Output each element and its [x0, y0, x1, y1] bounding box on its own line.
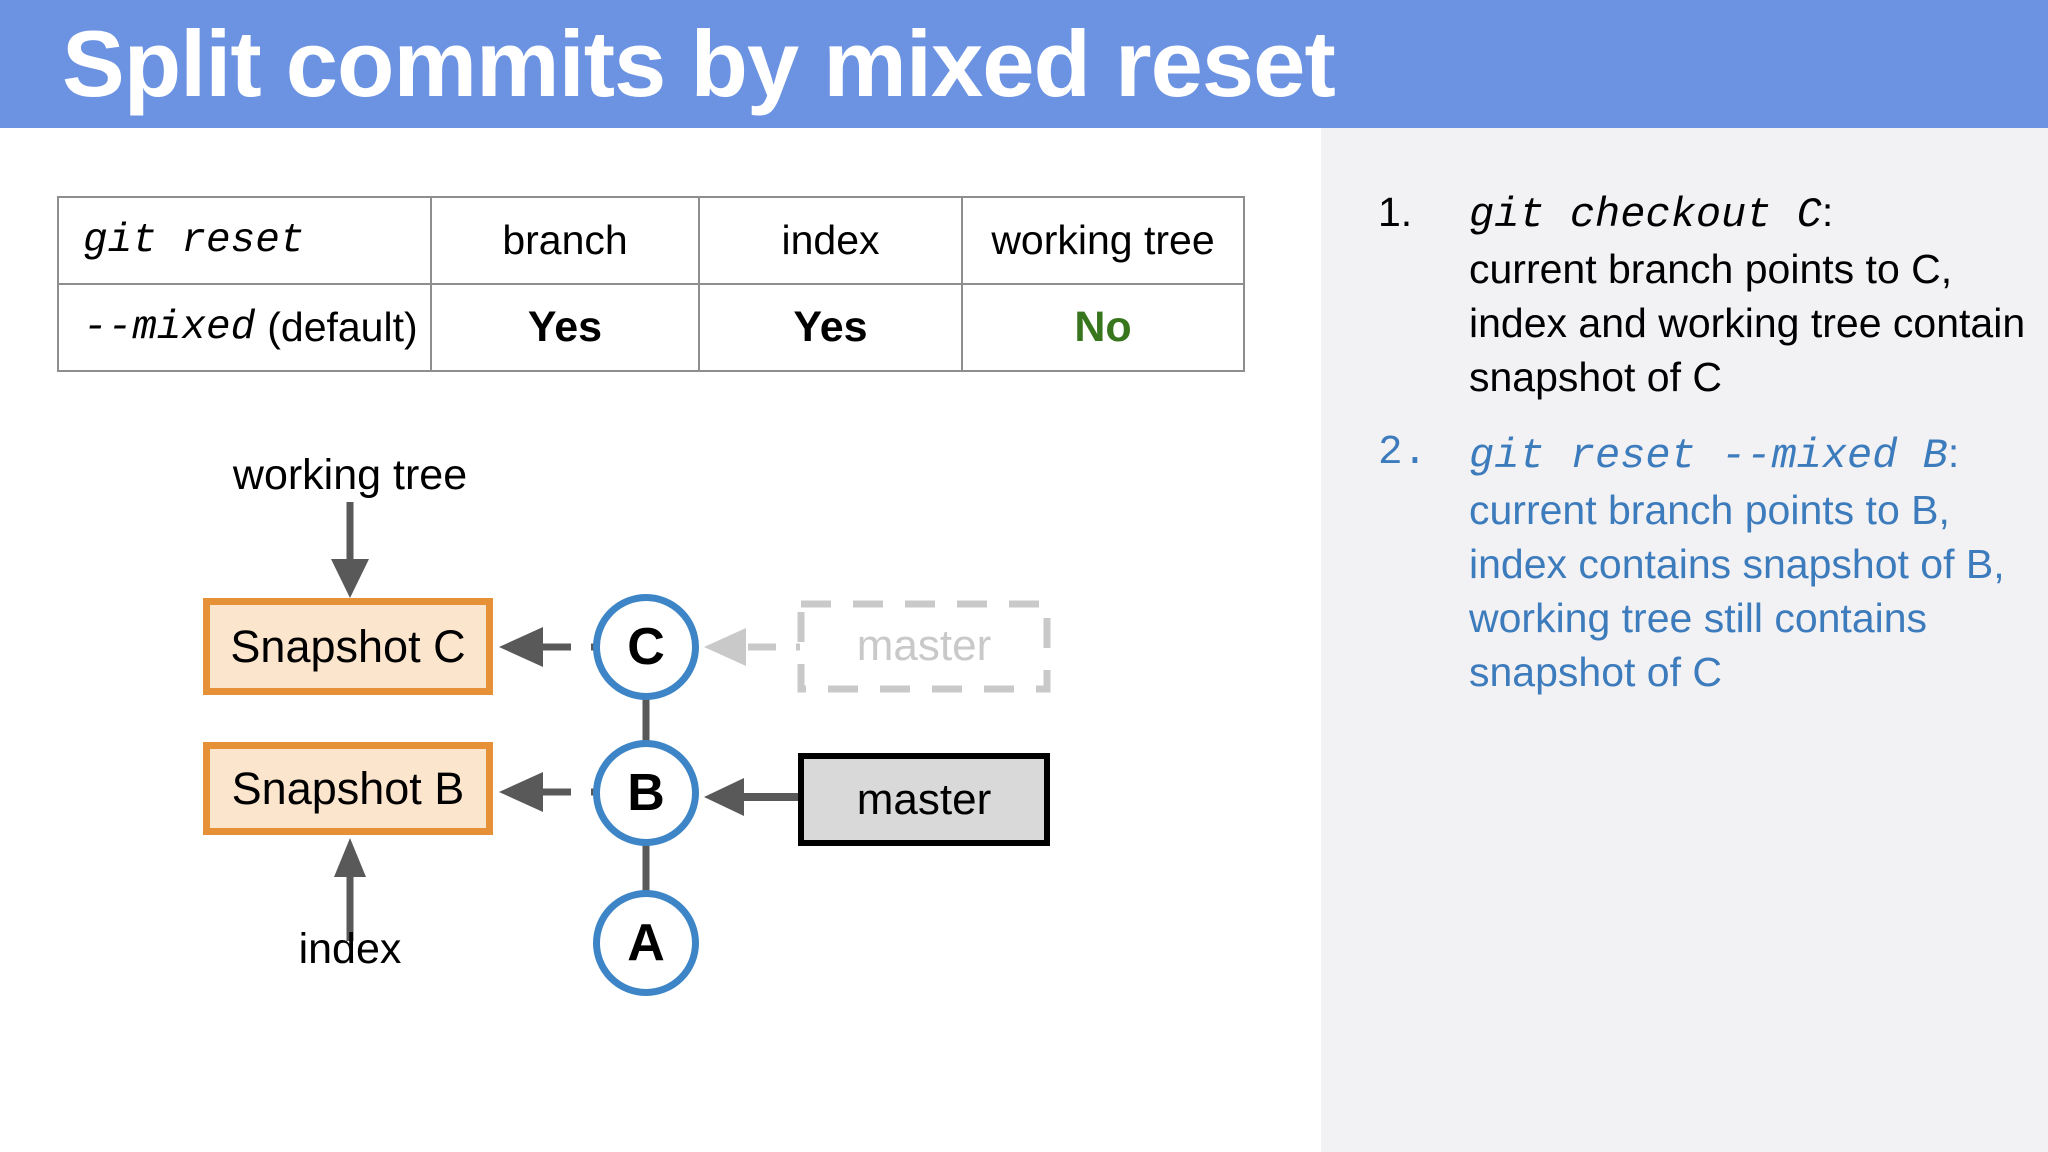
index-arrow: [334, 838, 366, 941]
snapshot-c-box: Snapshot C: [203, 598, 493, 695]
old-master-to-commit-c-arrow: [704, 628, 800, 666]
reset-summary-table: git reset branch index working tree --mi…: [57, 196, 1245, 372]
note-item-1: 1. git checkout C: current branch points…: [1378, 185, 2048, 404]
working-tree-arrow: [331, 502, 369, 598]
commit-node-a: A: [593, 890, 699, 996]
column-header-index: index: [698, 198, 961, 283]
column-header-working-tree: working tree: [961, 198, 1243, 283]
git-reset-label: git reset: [83, 217, 305, 264]
title-bar: Split commits by mixed reset: [0, 0, 2048, 128]
note-2-body: git reset --mixed B: current branch poin…: [1469, 426, 2031, 699]
master-to-commit-b-arrow: [704, 778, 800, 816]
branch-value: Yes: [430, 283, 698, 370]
note-2-separator: :: [1947, 430, 1960, 476]
old-master-branch-box: master: [856, 621, 992, 670]
index-label: index: [298, 925, 402, 973]
note-1-description: current branch points to C, index and wo…: [1469, 246, 2026, 400]
master-branch-box: master: [798, 753, 1050, 846]
note-1-body: git checkout C: current branch points to…: [1469, 185, 2031, 404]
working-tree-value: No: [961, 283, 1243, 370]
note-2-command: git reset --mixed B: [1469, 432, 1948, 480]
working-tree-label: working tree: [232, 451, 468, 499]
column-header-branch: branch: [430, 198, 698, 283]
mixed-default-label: (default): [267, 304, 418, 350]
note-1-command: git checkout C: [1469, 191, 1822, 239]
note-2-command-line: git reset --mixed B:: [1469, 426, 2031, 483]
snapshot-b-box: Snapshot B: [203, 742, 493, 835]
row-label-mixed: --mixed (default): [59, 283, 430, 370]
commit-b-to-snapshot-b-arrow: [499, 772, 594, 812]
note-1-separator: :: [1821, 189, 1834, 235]
mixed-flag-label: --mixed: [83, 304, 256, 351]
note-1-number: 1.: [1378, 189, 1413, 235]
commit-node-c: C: [593, 594, 699, 700]
old-master-box-border: [797, 600, 1051, 693]
table-corner-cell: git reset: [59, 198, 430, 283]
note-2-number: 2.: [1378, 430, 1428, 476]
note-item-2: 2. git reset --mixed B: current branch p…: [1378, 426, 2048, 699]
commit-node-b: B: [593, 740, 699, 846]
index-value: Yes: [698, 283, 961, 370]
note-2-description: current branch points to B, index contai…: [1469, 487, 2005, 695]
diagram-connectors: [331, 502, 1051, 941]
commit-c-to-snapshot-c-arrow: [499, 627, 594, 667]
page-title: Split commits by mixed reset: [62, 11, 1336, 116]
note-1-command-line: git checkout C:: [1469, 185, 2031, 242]
notes-sidebar: 1. git checkout C: current branch points…: [1321, 128, 2048, 1152]
